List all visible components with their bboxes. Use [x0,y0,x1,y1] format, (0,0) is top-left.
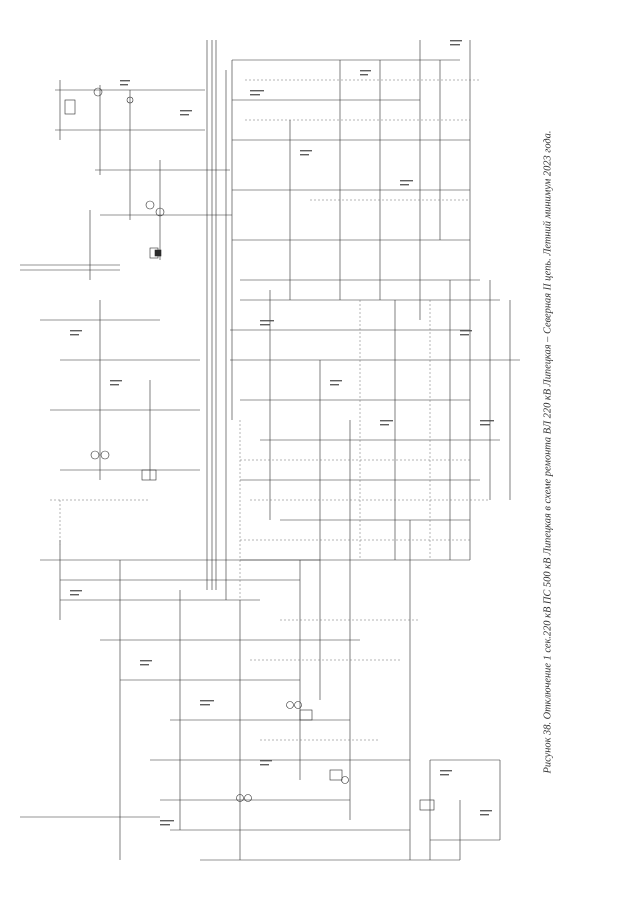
label-marks [70,40,494,826]
dashed-lines [50,79,490,741]
schematic-lines [20,40,520,861]
